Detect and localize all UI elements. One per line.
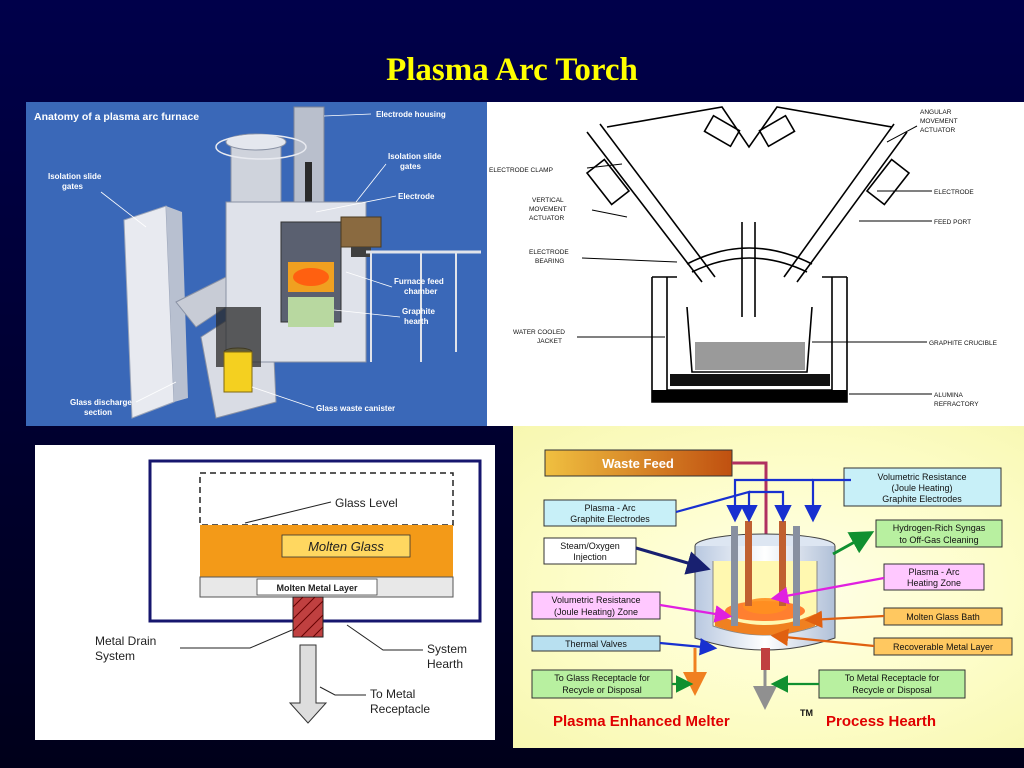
label-electrode-clamp: ELECTRODE CLAMP [489, 167, 553, 174]
system-hearth-label-1: System [427, 642, 467, 656]
label-vertical-actuator-2: MOVEMENT [529, 206, 567, 213]
label-graphite-crucible: GRAPHITE CRUCIBLE [929, 340, 998, 347]
to-metal-receptacle-2: Recycle or Disposal [852, 685, 932, 695]
vol-res-electrodes-2: (Joule Heating) [891, 483, 952, 493]
label-electrode-bearing-1: ELECTRODE [529, 249, 569, 256]
plasma-arc-electrodes-1: Plasma - Arc [584, 503, 636, 513]
plasma-zone-2: Heating Zone [907, 578, 961, 588]
label-isolation-gates-right-2: gates [400, 162, 421, 171]
plasma-arc-electrodes-2: Graphite Electrodes [570, 514, 650, 524]
label-feed-chamber-1: Furnace feed [394, 277, 444, 286]
vol-res-electrodes-3: Graphite Electrodes [882, 494, 962, 504]
hearth-cross-section: Molten Glass Molten Metal Layer Glass Le… [35, 445, 495, 740]
label-isolation-gates-right-1: Isolation slide [388, 152, 442, 161]
slide-title: Plasma Arc Torch [386, 52, 638, 88]
molten-glass-label: Molten Glass [308, 539, 384, 554]
label-alumina-2: REFRACTORY [934, 401, 979, 408]
label-angular-actuator-2: MOVEMENT [920, 118, 958, 125]
furnace-heading: Anatomy of a plasma arc furnace [34, 111, 199, 123]
crucible-line-drawing: ANGULAR MOVEMENT ACTUATOR ELECTRODE CLAM… [487, 102, 1024, 426]
steam-oxygen-1: Steam/Oxygen [560, 541, 620, 551]
to-glass-receptacle-2: Recycle or Disposal [562, 685, 642, 695]
label-electrode: Electrode [398, 192, 435, 201]
furnace-anatomy-illustration: Anatomy of a plasma arc furnace [26, 102, 487, 426]
label-electrode-housing: Electrode housing [376, 110, 446, 119]
syngas-1: Hydrogen-Rich Syngas [893, 523, 986, 533]
syngas-2: to Off-Gas Cleaning [899, 535, 978, 545]
molten-glass-bath: Molten Glass Bath [906, 612, 980, 622]
label-isolation-gates-left-1: Isolation slide [48, 172, 102, 181]
label-glass-waste-canister: Glass waste canister [316, 404, 395, 413]
label-alumina-1: ALUMINA [934, 392, 964, 399]
molten-metal-layer-label: Molten Metal Layer [276, 583, 358, 593]
label-angular-actuator-3: ACTUATOR [920, 127, 955, 134]
melter-caption-tm: TM [800, 708, 813, 718]
recoverable-metal-layer: Recoverable Metal Layer [893, 642, 993, 652]
plasma-enhanced-melter-diagram: Waste Feed Volumetric Resistance (Joule … [513, 426, 1024, 748]
to-metal-receptacle-label-2: Receptacle [370, 702, 430, 716]
vol-res-zone-1: Volumetric Resistance [551, 595, 640, 605]
melter-caption: Plasma Enhanced Melter [553, 713, 730, 730]
glass-level-label: Glass Level [335, 496, 398, 510]
steam-oxygen-2: Injection [573, 552, 607, 562]
label-water-jacket-1: WATER COOLED [513, 329, 565, 336]
label-water-jacket-2: JACKET [537, 338, 562, 345]
label-graphite-hearth-2: hearth [404, 317, 429, 326]
melter-caption-tail: Process Hearth [826, 713, 936, 730]
system-hearth-label-2: Hearth [427, 657, 463, 671]
label-glass-discharge-2: section [84, 408, 112, 417]
vol-res-zone-2: (Joule Heating) Zone [554, 607, 638, 617]
to-metal-receptacle-label-1: To Metal [370, 687, 415, 701]
to-glass-receptacle-1: To Glass Receptacle for [554, 673, 650, 683]
label-feed-chamber-2: chamber [404, 287, 437, 296]
label-isolation-gates-left-2: gates [62, 182, 83, 191]
to-metal-receptacle-1: To Metal Receptacle for [845, 673, 940, 683]
vol-res-electrodes-1: Volumetric Resistance [877, 472, 966, 482]
label-electrode-bearing-2: BEARING [535, 258, 564, 265]
label-vertical-actuator-3: ACTUATOR [529, 215, 564, 222]
waste-feed-label: Waste Feed [602, 456, 674, 471]
plasma-zone-1: Plasma - Arc [908, 567, 960, 577]
thermal-valves: Thermal Valves [565, 639, 627, 649]
label-graphite-hearth-1: Graphite [402, 307, 435, 316]
label-glass-discharge-1: Glass discharge [70, 398, 132, 407]
metal-drain-label-1: Metal Drain [95, 634, 156, 648]
label-electrode: ELECTRODE [934, 189, 974, 196]
label-vertical-actuator-1: VERTICAL [532, 197, 564, 204]
label-angular-actuator-1: ANGULAR [920, 109, 952, 116]
label-feed-port: FEED PORT [934, 219, 971, 226]
metal-drain-label-2: System [95, 649, 135, 663]
